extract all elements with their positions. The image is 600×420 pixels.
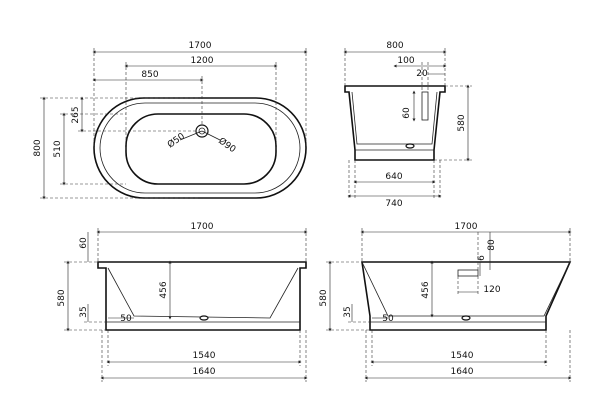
side-view-right-base-inset: 50 [382, 314, 394, 324]
end-view-drain [405, 143, 415, 149]
top-view-overall-width: 800 [33, 139, 43, 156]
side-view-left-outer-bottom-length: 1640 [193, 367, 216, 377]
top-view-drain-to-rim: 265 [71, 106, 81, 123]
end-view-inner-wall [351, 91, 438, 145]
side-view-right-overflow-gap: 6 [477, 255, 487, 261]
side-view-left: 1700 60 580 456 35 50 1540 1640 [57, 222, 308, 382]
side-view-left-rim-height: 60 [79, 237, 89, 249]
side-view-left-base-height: 35 [79, 306, 89, 317]
end-view: 800 100 20 60 580 640 740 [343, 41, 472, 209]
side-view-left-inner-depth: 456 [159, 281, 169, 298]
side-view-left-basin [107, 267, 299, 319]
side-view-right-drain [461, 315, 471, 321]
top-view-inner-width: 510 [53, 140, 63, 157]
end-view-rim-width: 100 [397, 56, 414, 66]
side-view-left-drain [199, 315, 209, 321]
top-view-drain-inner [198, 127, 206, 135]
end-view-outline [344, 85, 446, 161]
side-view-right-overflow-slot [457, 269, 479, 277]
side-view-right-inner-depth: 456 [421, 281, 431, 298]
side-view-left-inner-bottom-length: 1540 [193, 351, 216, 361]
top-view: Ø50 Ø90 1700 1200 850 800 510 265 [33, 41, 308, 200]
end-view-outer-bottom-width: 740 [385, 199, 402, 209]
side-view-left-top-length: 1700 [191, 222, 214, 232]
side-view-right-inner-bottom-length: 1540 [451, 351, 474, 361]
end-view-overflow-slot [421, 91, 429, 121]
end-view-inner-bottom-width: 640 [385, 172, 402, 182]
side-view-right-overflow-width: 120 [483, 285, 500, 295]
top-view-overall-length: 1700 [189, 41, 212, 51]
top-view-inner-rim [99, 102, 301, 194]
top-view-inner-length: 1200 [191, 56, 214, 66]
side-view-right-top-length: 1700 [455, 222, 478, 232]
top-view-overflow-leader [201, 130, 221, 141]
side-view-right-base-height: 35 [343, 306, 353, 317]
side-view-right-overflow-height: 80 [487, 239, 497, 251]
top-view-drain-diameter: Ø50 [165, 131, 187, 151]
end-view-overall-width: 800 [386, 41, 403, 51]
end-view-overflow-depth: 60 [402, 107, 412, 119]
side-view-left-base-inset: 50 [120, 314, 132, 324]
side-view-right-outer-bottom-length: 1640 [451, 367, 474, 377]
top-view-outer-rim [93, 97, 307, 199]
top-view-overflow-diameter: Ø90 [216, 135, 238, 155]
end-view-rim-thickness: 20 [416, 69, 428, 79]
side-view-right: 1700 80 6 120 580 456 35 50 1540 1640 [319, 222, 572, 382]
top-view-drain-offset: 850 [141, 70, 158, 80]
top-view-drain-leader [179, 130, 203, 141]
side-view-left-height: 580 [57, 289, 67, 306]
side-view-right-height: 580 [319, 289, 329, 306]
end-view-height: 580 [457, 114, 467, 131]
